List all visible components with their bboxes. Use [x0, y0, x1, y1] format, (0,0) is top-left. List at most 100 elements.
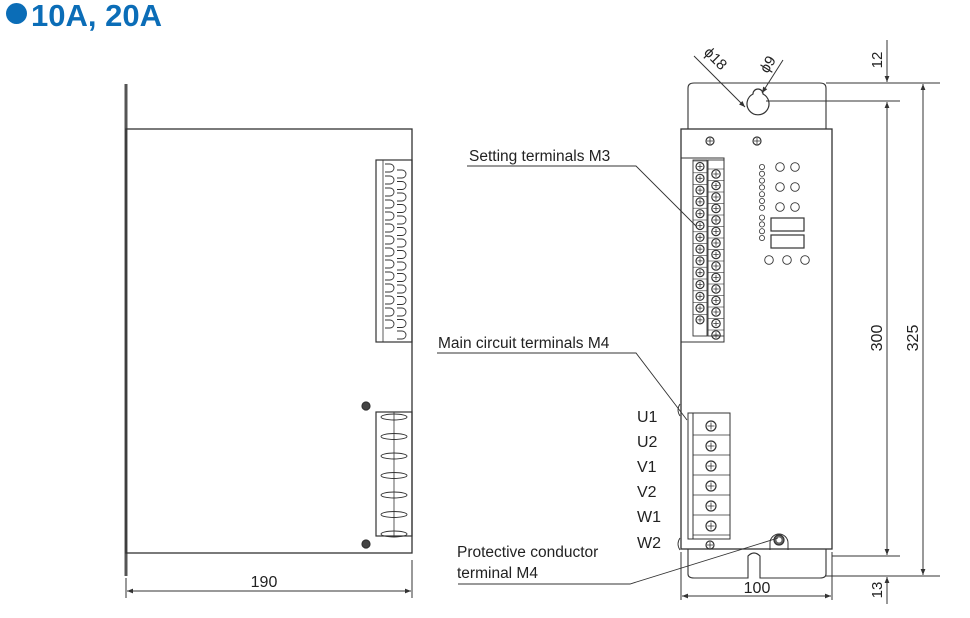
terminal-clamp [385, 307, 395, 317]
screw-icon [695, 315, 705, 325]
terminal-clamp [385, 211, 395, 221]
mounting-plate [687, 82, 827, 579]
page-title: 10A, 20A [6, 0, 162, 34]
callout-protective-line1: Protective conductor [457, 544, 598, 561]
terminal-label: U1 [637, 409, 658, 426]
terminal-clamp [397, 261, 407, 271]
screw-icon [705, 460, 717, 472]
terminal-label: U2 [637, 434, 658, 451]
indicator-panel [759, 162, 810, 265]
terminal-clamp [380, 452, 408, 460]
led-indicator [759, 184, 766, 191]
callout-main-circuit-terminals: Main circuit terminals M4 [438, 335, 610, 352]
title-text: 10A, 20A [31, 0, 162, 33]
screw-icon [711, 261, 721, 271]
terminal-clamp [380, 433, 408, 440]
terminal-clamp [380, 511, 408, 518]
dimension-depth: 190 [251, 574, 278, 591]
terminal-clamp [397, 296, 407, 305]
terminal-clamp [397, 250, 407, 259]
terminal-clamp [385, 223, 395, 233]
terminal-label: W2 [637, 535, 661, 552]
screw-icon [705, 520, 717, 532]
screw-icon [711, 192, 721, 202]
dimension-hole-small: ϕ9 [757, 53, 780, 76]
callout-protective-line2: terminal M4 [457, 565, 538, 582]
display-window [770, 217, 805, 232]
potentiometer [800, 255, 810, 265]
terminal-clamp [397, 215, 407, 225]
screw-icon [711, 226, 721, 237]
keyhole-mount [746, 88, 770, 116]
rotary-switch [775, 202, 785, 212]
rotary-switch [790, 162, 800, 172]
side-body [125, 128, 413, 554]
terminal-clamp [385, 295, 395, 305]
screw-icon [705, 420, 717, 432]
ground-terminal-icon [769, 533, 789, 550]
terminal-clamp [385, 247, 395, 257]
screw-icon [711, 238, 721, 248]
screw-icon [711, 307, 721, 317]
terminal-clamp [397, 319, 407, 328]
led-indicator [759, 228, 766, 235]
terminal-clamp [397, 284, 407, 294]
rotary-switch [775, 182, 785, 192]
main-terminal-block [677, 403, 731, 551]
screw-icon [711, 330, 721, 340]
screw-icon [705, 540, 715, 550]
screw-icon [695, 303, 705, 313]
screw-icon [695, 209, 705, 219]
terminal-clamp [397, 273, 407, 282]
side-setting-terminal-block [375, 159, 413, 343]
screw-icon [705, 500, 717, 512]
side-main-terminal-block [375, 411, 413, 538]
leader-protective [458, 537, 779, 585]
screw-icon [695, 161, 705, 172]
dimension-overall-height: 325 [905, 325, 922, 352]
dimension-width: 100 [744, 580, 771, 597]
terminal-clamp [397, 192, 407, 202]
terminal-label: V2 [637, 484, 657, 501]
led-indicator [759, 234, 766, 241]
screw-icon [361, 401, 371, 411]
screw-icon [695, 232, 705, 242]
terminal-clamp [385, 175, 395, 185]
screw-icon [695, 197, 705, 207]
screw-icon [711, 215, 721, 225]
rotary-switch [790, 182, 800, 192]
screw-icon [695, 279, 705, 290]
terminal-clamp [385, 271, 395, 281]
terminal-clamp [397, 330, 407, 340]
screw-icon [695, 291, 705, 301]
side-view [124, 84, 413, 598]
led-indicator [759, 177, 766, 184]
rotary-switch [775, 162, 785, 172]
screw-icon [711, 180, 721, 191]
terminal-clamp [397, 227, 407, 236]
terminal-label: W1 [637, 509, 661, 526]
terminal-clamp [385, 199, 395, 209]
terminal-clamp [385, 163, 395, 173]
screw-icon [711, 295, 721, 306]
terminal-clamp [397, 169, 407, 179]
screw-icon [705, 480, 717, 492]
led-indicator [759, 221, 766, 228]
terminal-label: V1 [637, 459, 657, 476]
dimension-body-height: 300 [869, 325, 886, 352]
front-view [437, 40, 940, 604]
terminal-clamp [397, 238, 407, 248]
screw-icon [695, 185, 705, 195]
screw-icon [711, 169, 721, 179]
setting-terminal-block [680, 157, 725, 343]
rotary-switch [790, 202, 800, 212]
screw-icon [695, 256, 705, 266]
screw-icon [695, 173, 705, 183]
terminal-clamp [380, 530, 408, 538]
terminal-clamp [385, 187, 395, 197]
terminal-clamp [385, 319, 395, 329]
front-body [680, 128, 833, 550]
leader-main-terminals [437, 352, 688, 421]
screw-icon [711, 203, 721, 214]
potentiometer [782, 255, 792, 265]
